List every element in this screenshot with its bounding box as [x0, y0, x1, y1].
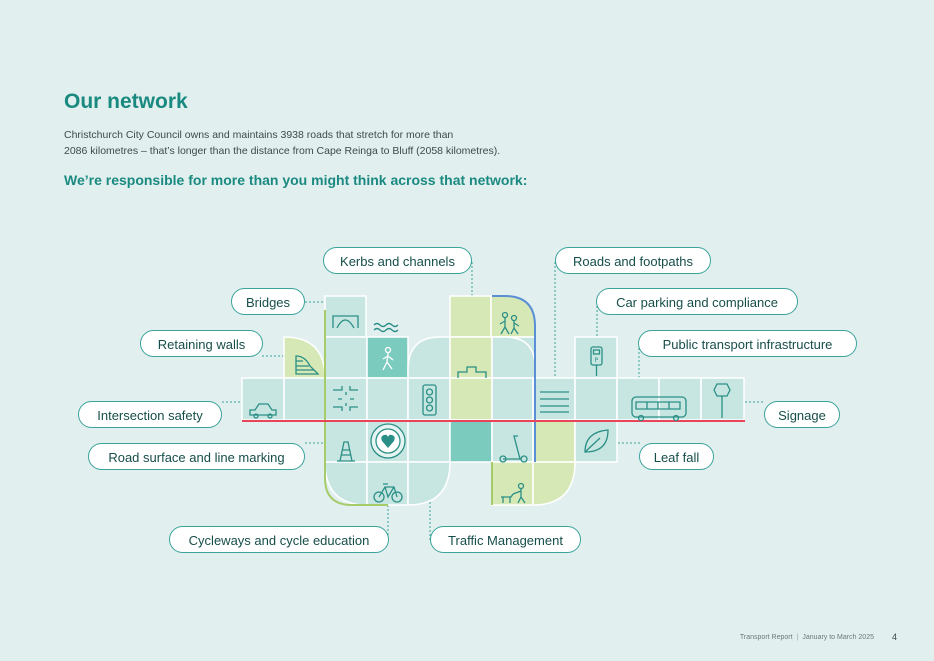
- heart-icon: [370, 423, 406, 459]
- footer-text: Transport Report|January to March 2025: [740, 634, 874, 641]
- label-signage: Signage: [764, 401, 840, 428]
- label-public-transport-infrastructure: Public transport infrastructure: [638, 330, 857, 357]
- intro-line-2: 2086 kilometres – that’s longer than the…: [64, 145, 501, 157]
- intro-paragraph: Christchurch City Council owns and maint…: [64, 127, 584, 159]
- bus-icon: [631, 396, 687, 422]
- label-cycleways-and-cycle-education: Cycleways and cycle education: [169, 526, 389, 553]
- water-waves-icon: [373, 322, 399, 333]
- page-number: 4: [892, 632, 898, 642]
- walking-people-icon: [499, 311, 520, 335]
- label-traffic-management: Traffic Management: [430, 526, 581, 553]
- label-road-surface-and-line-marking: Road surface and line marking: [88, 443, 305, 470]
- bicycle-icon: [373, 483, 403, 503]
- bridge-icon: [332, 315, 359, 329]
- traffic-cone-icon: [337, 441, 355, 462]
- dog-walker-icon: [501, 482, 526, 504]
- road-sign-icon: [713, 383, 731, 418]
- footer-period: January to March 2025: [802, 634, 874, 641]
- label-bridges: Bridges: [231, 288, 305, 315]
- label-leaf-fall: Leaf fall: [639, 443, 714, 470]
- green-route-line: [324, 310, 388, 506]
- parking-meter-icon: P: [590, 346, 603, 376]
- label-kerbs-and-channels: Kerbs and channels: [323, 247, 472, 274]
- label-retaining-walls: Retaining walls: [140, 330, 263, 357]
- intro-line-1: Christchurch City Council owns and maint…: [64, 129, 454, 141]
- label-roads-and-footpaths: Roads and footpaths: [555, 247, 711, 274]
- page-title: Our network: [64, 90, 188, 113]
- intersection-icon: [333, 386, 358, 411]
- footer-report-name: Transport Report: [739, 634, 793, 641]
- blue-route-line: [492, 295, 536, 462]
- pedestrian-icon: [382, 346, 394, 371]
- scooter-icon: [499, 435, 528, 463]
- retaining-wall-icon: [295, 355, 320, 375]
- label-car-parking-and-compliance: Car parking and compliance: [596, 288, 798, 315]
- section-subheading: We’re responsible for more than you migh…: [64, 172, 528, 188]
- label-intersection-safety: Intersection safety: [78, 401, 222, 428]
- leaf-icon: [584, 429, 609, 453]
- footer-separator: |: [796, 634, 799, 641]
- car-icon: [249, 403, 277, 419]
- tile-grid: [241, 295, 745, 506]
- road-lines-icon: [540, 391, 569, 413]
- traffic-light-icon: [422, 384, 437, 416]
- kerb-channel-icon: [457, 366, 487, 378]
- svg-text:P: P: [595, 357, 599, 364]
